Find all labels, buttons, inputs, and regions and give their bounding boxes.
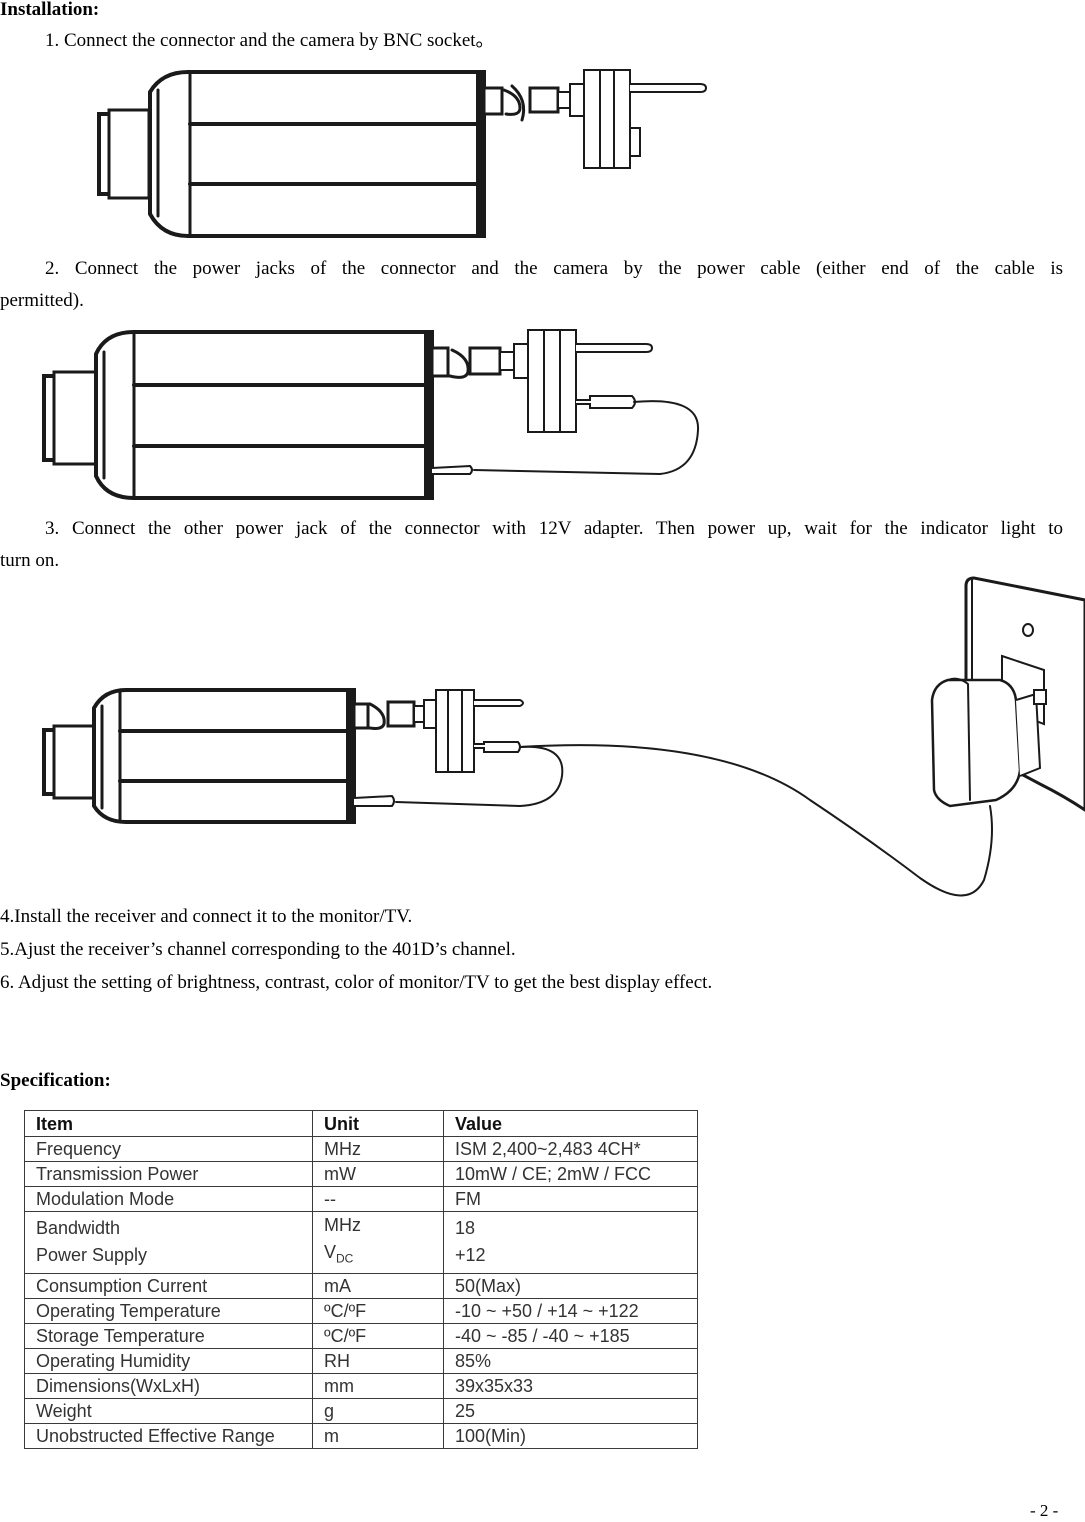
step-3-text-line1: 3. Connect the other power jack of the c… (45, 518, 1063, 539)
installation-heading: Installation: (0, 0, 100, 20)
item-cell: Unobstructed Effective Range (24, 1422, 313, 1449)
camera-adapter-illustration (42, 576, 1085, 897)
power-cable-loop (395, 745, 564, 807)
value-cell: 100(Min) (443, 1422, 698, 1449)
value-cell: 85% (443, 1347, 698, 1374)
column-header-item: Item (24, 1110, 313, 1137)
unit-text: VDC (324, 1239, 443, 1273)
value-text: +12 (455, 1245, 486, 1266)
value-cell: -40 ~ -85 / -40 ~ +185 (443, 1322, 698, 1349)
power-connector (430, 329, 654, 475)
unit-cell: ºC/ºF (312, 1322, 444, 1349)
power-cable (473, 400, 700, 475)
step-1-text: 1. Connect the connector and the camera … (45, 30, 495, 51)
unit-subscript: DC (336, 1251, 354, 1266)
unit-cell: m (312, 1422, 444, 1449)
item-cell: Weight (24, 1397, 313, 1424)
item-text: Bandwidth (36, 1218, 121, 1239)
table-row: Frequency MHz ISM 2,400~2,483 4CH* (24, 1136, 698, 1162)
table-row: Transmission Power mW 10mW / CE; 2mW / F… (24, 1161, 698, 1187)
item-cell: Storage Temperature (24, 1322, 313, 1349)
item-cell: Modulation Mode (24, 1186, 313, 1212)
table-row: Consumption Current mA 50(Max) (24, 1272, 698, 1299)
item-cell: Dimensions(WxLxH) (24, 1372, 313, 1399)
table-row: Bandwidth Power Supply MHz VDC 18 +12 (24, 1211, 698, 1274)
camera-body (42, 330, 434, 500)
value-cell: 10mW / CE; 2mW / FCC (443, 1161, 698, 1187)
value-cell: 18 +12 (443, 1211, 698, 1274)
unit-cell: g (312, 1397, 444, 1424)
camera-power-cable-illustration (42, 329, 700, 500)
item-cell: Operating Temperature (24, 1297, 313, 1324)
table-row: Operating Humidity RH 85% (24, 1347, 698, 1374)
unit-cell: MHz VDC (312, 1211, 444, 1274)
unit-cell: mm (312, 1372, 444, 1399)
unit-cell: mA (312, 1272, 444, 1299)
step-5-text: 5.Ajust the receiver’s channel correspon… (0, 939, 516, 960)
unit-symbol: V (324, 1242, 337, 1262)
table-row: Storage Temperature ºC/ºF -40 ~ -85 / -4… (24, 1322, 698, 1349)
item-cell: Frequency (24, 1136, 313, 1162)
power-connector (352, 689, 524, 807)
value-cell: 50(Max) (443, 1272, 698, 1299)
value-cell: -10 ~ +50 / +14 ~ +122 (443, 1297, 698, 1324)
specification-table: Item Unit Value Frequency MHz ISM 2,400~… (24, 1110, 698, 1449)
table-row: Modulation Mode -- FM (24, 1186, 698, 1212)
page-number: - 2 - (1030, 1501, 1059, 1520)
unit-cell: RH (312, 1347, 444, 1374)
table-row: Operating Temperature ºC/ºF -10 ~ +50 / … (24, 1297, 698, 1324)
table-row: Dimensions(WxLxH) mm 39x35x33 (24, 1372, 698, 1399)
item-text: Power Supply (36, 1245, 148, 1266)
unit-cell: -- (312, 1186, 444, 1212)
unit-text: MHz (324, 1215, 361, 1235)
table-row: Weight g 25 (24, 1397, 698, 1424)
specification-heading: Specification: (0, 1070, 111, 1091)
step-6-text: 6. Adjust the setting of brightness, con… (0, 972, 713, 993)
item-cell: Consumption Current (24, 1272, 313, 1299)
camera-body (42, 688, 356, 824)
unit-cell: MHz (312, 1136, 444, 1162)
table-row: Unobstructed Effective Range m 100(Min) (24, 1422, 698, 1449)
value-cell: FM (443, 1186, 698, 1212)
unit-cell: ºC/ºF (312, 1297, 444, 1324)
table-header-row: Item Unit Value (24, 1110, 698, 1137)
step-2-text-line2: permitted). (0, 290, 84, 311)
camera-body (97, 70, 486, 238)
column-header-value: Value (443, 1110, 698, 1137)
step-2-text-line1: 2. Connect the power jacks of the connec… (45, 258, 1063, 279)
step-3-text-line2: turn on. (0, 550, 60, 571)
item-cell: Bandwidth Power Supply (24, 1211, 313, 1274)
value-text: 18 (455, 1218, 476, 1239)
item-cell: Transmission Power (24, 1161, 313, 1187)
value-cell: ISM 2,400~2,483 4CH* (443, 1136, 698, 1162)
power-adapter (930, 677, 1047, 808)
value-cell: 25 (443, 1397, 698, 1424)
adapter-cable (519, 744, 993, 897)
unit-cell: mW (312, 1161, 444, 1187)
bnc-connector (482, 69, 708, 169)
item-cell: Operating Humidity (24, 1347, 313, 1374)
camera-bnc-illustration (97, 69, 708, 238)
step-4-text: 4.Install the receiver and connect it to… (0, 906, 413, 927)
column-header-unit: Unit (312, 1110, 444, 1137)
value-cell: 39x35x33 (443, 1372, 698, 1399)
